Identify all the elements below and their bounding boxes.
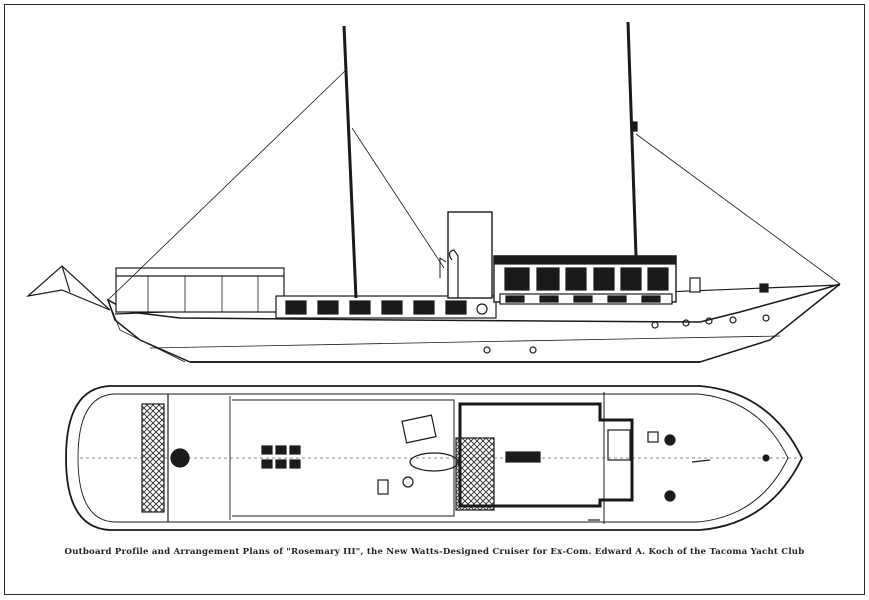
- rigging: [107, 69, 841, 301]
- aft-awning: [115, 267, 285, 313]
- main-deckhouse: [275, 295, 497, 319]
- hull-portholes: [483, 314, 770, 354]
- galley-range: [505, 451, 541, 463]
- chart-table: [401, 414, 437, 444]
- bow-cleat: [691, 459, 711, 463]
- aft-grating: [141, 403, 165, 513]
- figure-caption: Outboard Profile and Arrangement Plans o…: [64, 547, 805, 557]
- ventilator-cowl: [448, 249, 459, 298]
- pilot-house: [493, 255, 677, 305]
- flag-staff: [61, 265, 71, 293]
- masthead-light: [631, 121, 638, 132]
- forward-hatch: [689, 277, 701, 293]
- funnel: [439, 211, 493, 299]
- arrangement-plan: [65, 385, 804, 531]
- aft-companion-hatch: [170, 448, 190, 468]
- deck-box: [377, 479, 389, 495]
- chain-locker: [647, 431, 659, 443]
- fwd-hatch-starboard: [664, 490, 676, 502]
- anchor-windlass: [762, 454, 770, 462]
- stern-counter: [107, 299, 186, 363]
- main-mast: [342, 25, 358, 299]
- outboard-profile: [26, 21, 841, 363]
- plan-deckhouse: [232, 399, 455, 517]
- windlass: [759, 283, 769, 293]
- plan-bulwark: [77, 393, 789, 523]
- boot-top-line: [149, 335, 781, 349]
- funnel-casing: [409, 452, 459, 472]
- engine-room-outline: [458, 402, 634, 508]
- stove-pipe: [402, 476, 414, 488]
- engine-grating: [455, 437, 495, 511]
- fore-mast: [626, 21, 638, 257]
- drawing-border: [4, 4, 865, 595]
- skylight-grid: [261, 445, 301, 469]
- fwd-stores: [607, 429, 631, 461]
- fwd-hatch-port: [664, 434, 676, 446]
